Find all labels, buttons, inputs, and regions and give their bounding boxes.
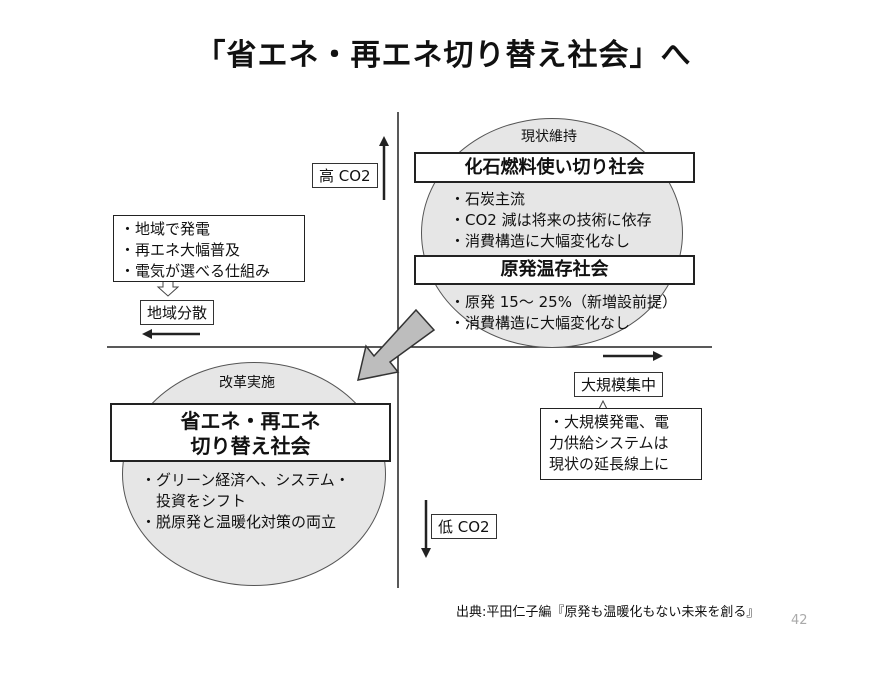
list-item: ・消費構造に大幅変化なし xyxy=(450,232,631,250)
centralized-note-box: ・大規模発電、電 力供給システムは 現状の延長線上に xyxy=(540,408,702,480)
source-citation: 出典:平田仁子編『原発も温暖化もない未来を創る』 xyxy=(456,605,760,620)
fossil-fuel-society-title: 化石燃料使い切り社会 xyxy=(464,157,645,178)
status-quo-label: 現状維持 xyxy=(521,129,577,145)
list-item: ・消費構造に大幅変化なし xyxy=(450,314,631,332)
low-co2-label: 低 CO2 xyxy=(431,514,497,539)
list-item: 力供給システムは xyxy=(549,434,669,452)
list-item: ・CO2 減は将来の技術に依存 xyxy=(450,211,652,229)
energy-transition-title-line2: 切り替え社会 xyxy=(190,434,311,458)
reform-label: 改革実施 xyxy=(219,375,275,391)
list-item: ・原発 15～ 25%（新増設前提） xyxy=(450,293,677,311)
list-item: ・再エネ大幅普及 xyxy=(120,241,241,259)
nuclear-society-box: 原発温存社会 xyxy=(414,255,695,285)
list-item: 現状の延長線上に xyxy=(549,455,670,473)
list-item: ・グリーン経済へ、システム・ xyxy=(141,471,350,489)
reform-circle xyxy=(122,362,386,586)
nuclear-society-title: 原発温存社会 xyxy=(500,259,609,280)
energy-transition-title-line1: 省エネ・再エネ xyxy=(180,409,321,433)
nuclear-items: ・原発 15～ 25%（新増設前提） ・消費構造に大幅変化なし xyxy=(450,292,677,334)
list-item: 投資をシフト xyxy=(141,492,247,510)
energy-transition-society-box: 省エネ・再エネ 切り替え社会 xyxy=(110,403,391,462)
fossil-fuel-items: ・石炭主流 ・CO2 減は将来の技術に依存 ・消費構造に大幅変化なし xyxy=(450,189,652,252)
centralized-label: 大規模集中 xyxy=(574,372,664,397)
list-item: ・大規模発電、電 xyxy=(549,413,670,431)
list-item: ・地域で発電 xyxy=(120,220,211,238)
energy-transition-items: ・グリーン経済へ、システム・ 投資をシフト ・脱原発と温暖化対策の両立 xyxy=(141,470,350,533)
page-number: 42 xyxy=(791,613,808,628)
list-item: ・脱原発と温暖化対策の両立 xyxy=(141,513,337,531)
fossil-fuel-society-box: 化石燃料使い切り社会 xyxy=(414,152,695,183)
transition-arrow xyxy=(357,308,436,381)
regional-label: 地域分散 xyxy=(140,300,215,325)
list-item: ・電気が選べる仕組み xyxy=(120,262,271,280)
high-co2-label: 高 CO2 xyxy=(312,163,378,188)
list-item: ・石炭主流 xyxy=(450,190,526,208)
regional-note-box: ・地域で発電 ・再エネ大幅普及 ・電気が選べる仕組み xyxy=(113,215,305,282)
page-title: 「省エネ・再エネ切り替え社会」へ xyxy=(195,38,692,73)
